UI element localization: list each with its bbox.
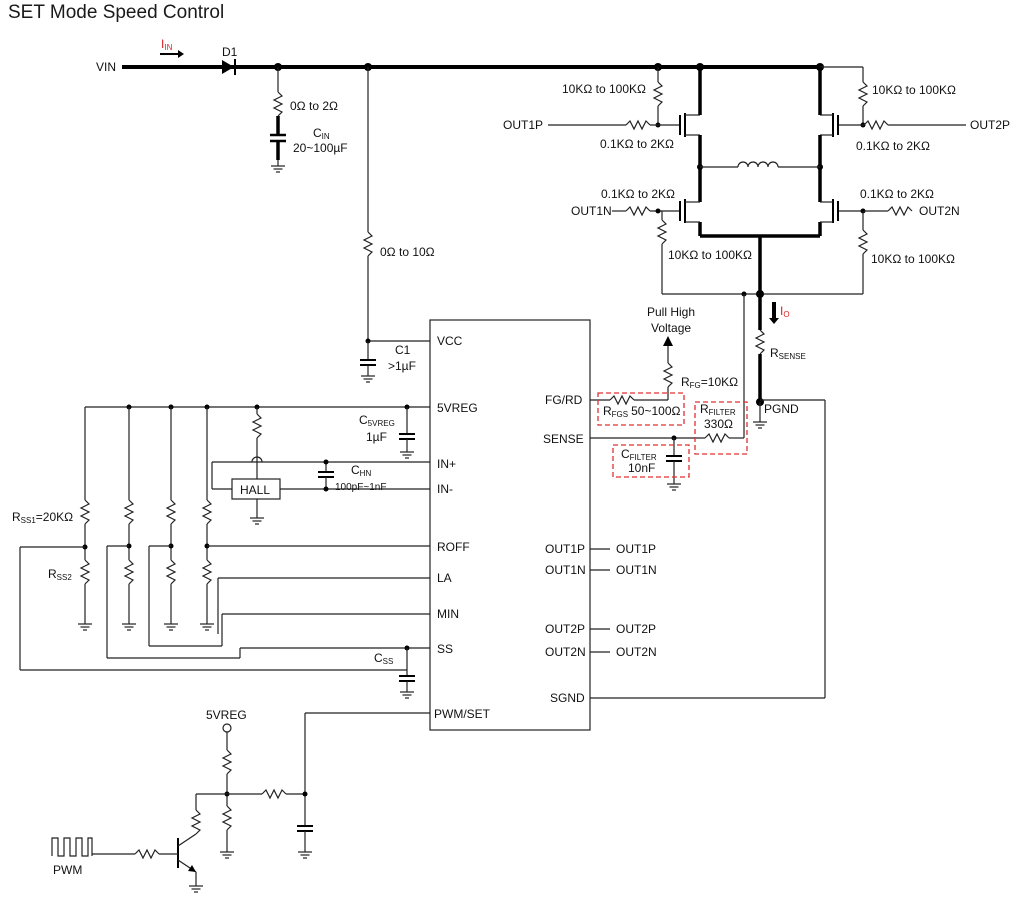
- rss1-label: RSS1=20KΩ: [12, 510, 73, 525]
- rfg-label: RFG=10KΩ: [681, 375, 738, 390]
- pin-la: LA: [437, 571, 452, 585]
- net-out1p-ic: OUT1P: [616, 542, 656, 556]
- c5vreg-label: C5VREG: [359, 413, 395, 428]
- left-dividers: [19, 407, 430, 699]
- net-out2p-ic: OUT2P: [616, 622, 656, 636]
- pin-out1n: OUT1N: [545, 563, 586, 577]
- r-bl-gate-label: 0.1KΩ to 2KΩ: [601, 187, 675, 201]
- d1-label: D1: [222, 45, 238, 59]
- pin-pwmset: PWM/SET: [434, 707, 491, 721]
- pin-sense: SENSE: [543, 432, 584, 446]
- pin-ss: SS: [437, 642, 453, 656]
- css-label: CSS: [374, 651, 393, 666]
- pin-vcc: VCC: [437, 334, 463, 348]
- pin-roff: ROFF: [437, 540, 470, 554]
- r-tr-pull-label: 10KΩ to 100KΩ: [872, 83, 956, 97]
- cfilter-label: CFILTER: [621, 447, 657, 462]
- r-tr-gate-label: 0.1KΩ to 2KΩ: [856, 139, 930, 153]
- cin-label: CIN: [313, 126, 330, 141]
- pin-sgnd: SGND: [550, 691, 585, 705]
- net-out2p-label: OUT2P: [970, 118, 1010, 132]
- pin-min: MIN: [437, 607, 459, 621]
- pin-5vreg: 5VREG: [437, 401, 478, 415]
- pin-inn: IN-: [437, 482, 453, 496]
- hall-network: [211, 407, 430, 525]
- r-tl-gate-label: 0.1KΩ to 2KΩ: [600, 137, 674, 151]
- net-out2n-label: OUT2N: [919, 204, 960, 218]
- h-bridge: [548, 66, 966, 699]
- net-out1n-label: OUT1N: [571, 204, 612, 218]
- net-out1n-ic: OUT1N: [616, 563, 657, 577]
- pull-high-line2: Voltage: [651, 321, 691, 335]
- pin-out2n: OUT2N: [545, 645, 586, 659]
- pwm-label: PWM: [53, 863, 82, 877]
- vin-label: VIN: [96, 60, 116, 74]
- pin-inp: IN+: [437, 457, 456, 471]
- c1-label: C1: [395, 343, 411, 357]
- pin-out2p: OUT2P: [545, 622, 585, 636]
- c5vreg-value: 1µF: [366, 430, 387, 444]
- chn-value: 100pF~1nF: [335, 482, 386, 493]
- rfilter-label: RFILTER: [700, 402, 736, 417]
- hall-label: HALL: [240, 483, 270, 497]
- c1-value: >1µF: [388, 359, 416, 373]
- net-out2n-ic: OUT2N: [616, 645, 657, 659]
- r-tl-pull-label: 10KΩ to 100KΩ: [562, 82, 646, 96]
- r-vin-label: 0Ω to 2Ω: [290, 99, 338, 113]
- chn-label: CHN: [351, 463, 371, 478]
- r-vcc-label: 0Ω to 10Ω: [380, 245, 435, 259]
- pwm-network: [51, 712, 430, 893]
- vcc-branch: [360, 67, 430, 383]
- input-rc: [270, 67, 286, 173]
- net-out1p-label: OUT1P: [503, 118, 543, 132]
- pull-high-line1: Pull High: [647, 305, 695, 319]
- cfilter-value: 10nF: [628, 461, 655, 475]
- ic-output-nets: [590, 548, 610, 653]
- diagram-title: SET Mode Speed Control: [8, 2, 225, 23]
- io-label: IO: [780, 304, 790, 319]
- pin-fgrd: FG/RD: [545, 393, 583, 407]
- r-bl-pull-label: 10KΩ to 100KΩ: [668, 248, 752, 262]
- cin-value: 20~100µF: [293, 141, 348, 155]
- driver-ic: [429, 319, 591, 731]
- pgnd-label: PGND: [764, 402, 799, 416]
- fg-sense-network: [590, 294, 748, 491]
- rsense-label: RSENSE: [770, 346, 806, 361]
- iin-label: IIN: [161, 37, 173, 52]
- vreg5-label: 5VREG: [206, 708, 247, 722]
- rfilter-value: 330Ω: [704, 417, 733, 431]
- r-br-gate-label: 0.1KΩ to 2KΩ: [860, 187, 934, 201]
- r-br-pull-label: 10KΩ to 100KΩ: [871, 252, 955, 266]
- pin-out1p: OUT1P: [545, 542, 585, 556]
- rss2-label: RSS2: [48, 567, 72, 582]
